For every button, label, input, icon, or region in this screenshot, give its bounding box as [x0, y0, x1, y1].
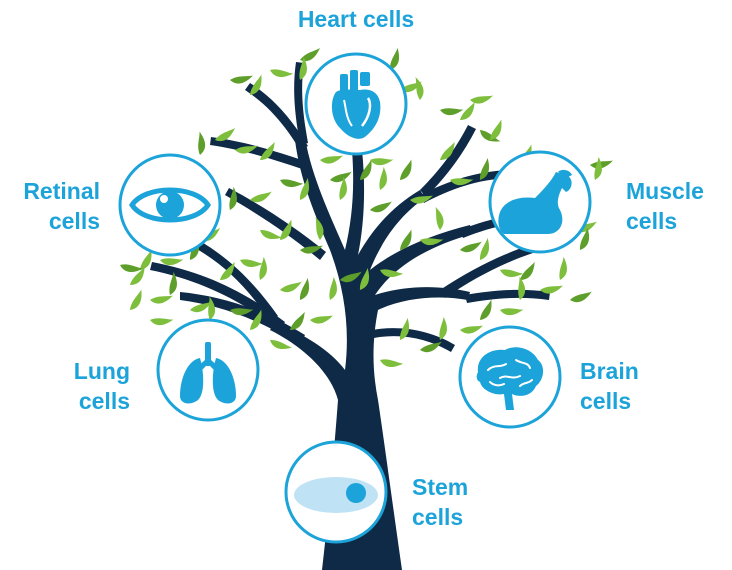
leaf	[370, 196, 392, 217]
leaf	[475, 300, 497, 321]
leaf	[585, 157, 609, 180]
leaf	[517, 262, 537, 281]
leaf	[270, 60, 293, 84]
label-stem-cells: Stem cells	[412, 472, 512, 532]
leaf	[280, 276, 302, 297]
leaf	[370, 167, 394, 190]
leaf	[250, 257, 274, 280]
leaf	[330, 166, 352, 187]
node-brain	[460, 327, 560, 427]
leaf	[188, 132, 211, 156]
leaf	[310, 307, 333, 329]
leaf	[240, 250, 263, 274]
label-brain-cells: Brain cells	[580, 356, 680, 416]
label-heart-cells: Heart cells	[276, 4, 436, 34]
label-lung-cells: Lung cells	[30, 356, 130, 416]
leaf	[380, 350, 403, 374]
label-retinal-cells: Retinal cells	[6, 176, 100, 236]
leaf	[427, 207, 449, 230]
leaf	[280, 170, 303, 194]
node-lung	[158, 320, 258, 420]
label-muscle-cells: Muscle cells	[626, 176, 726, 236]
leaf	[570, 286, 592, 307]
leaf	[395, 160, 417, 181]
eye-icon	[132, 190, 208, 220]
leaf	[150, 308, 174, 331]
leaf	[472, 238, 495, 260]
leaf	[460, 236, 482, 257]
node-heart	[306, 54, 406, 154]
leaf	[125, 290, 147, 311]
node-stem	[286, 442, 386, 542]
leaf	[292, 278, 315, 300]
node-retinal	[120, 155, 220, 255]
stem-cell-icon	[294, 477, 378, 513]
leaf	[550, 257, 574, 280]
node-muscle	[490, 152, 590, 252]
leaf	[440, 98, 464, 121]
leaf	[500, 298, 524, 321]
